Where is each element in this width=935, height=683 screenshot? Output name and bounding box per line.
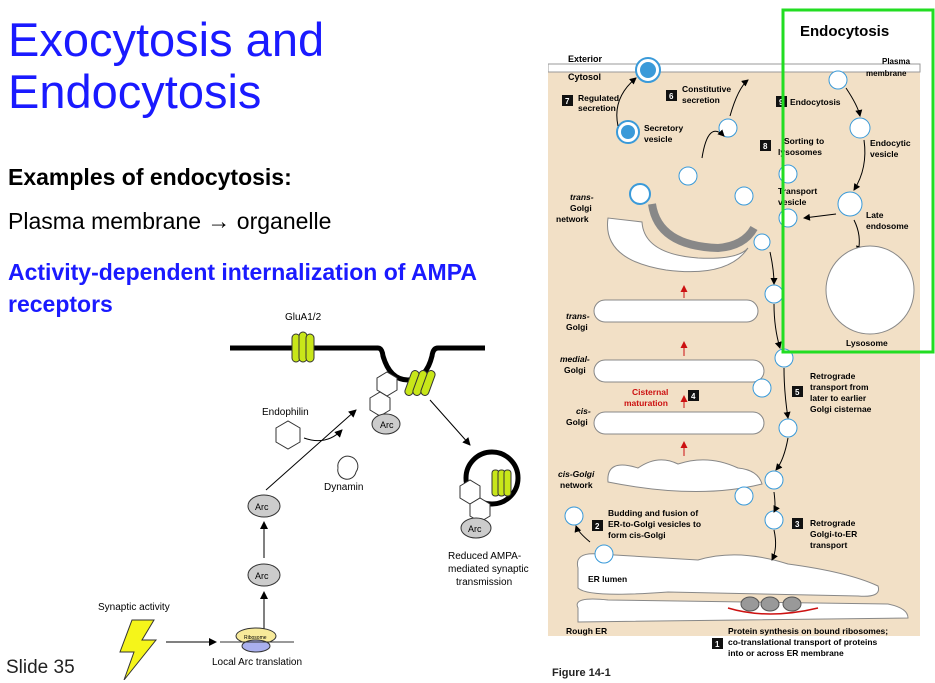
synaptic-activity-label: Synaptic activity (98, 602, 170, 613)
reduced-ampa-label-3: transmission (456, 577, 512, 588)
lysosome-icon (825, 245, 915, 335)
svg-text:6: 6 (669, 92, 674, 101)
svg-text:membrane: membrane (866, 69, 907, 78)
svg-text:into or across ER membrane: into or across ER membrane (728, 648, 844, 658)
svg-text:ER-to-Golgi vesicles to: ER-to-Golgi vesicles to (608, 519, 701, 529)
svg-text:Constitutive: Constitutive (682, 84, 731, 94)
svg-text:vesicle: vesicle (870, 149, 899, 159)
svg-text:Retrograde: Retrograde (810, 371, 856, 381)
plasma-membrane-line: Plasma membrane → organelle (8, 208, 332, 234)
svg-text:ER lumen: ER lumen (588, 574, 627, 584)
svg-text:1: 1 (715, 640, 720, 649)
svg-text:7: 7 (565, 97, 570, 106)
svg-text:Plasma: Plasma (882, 57, 911, 66)
svg-text:trans-: trans- (570, 192, 594, 202)
svg-text:co-translational transport of: co-translational transport of proteins (728, 637, 878, 647)
svg-text:Golgi: Golgi (566, 322, 588, 332)
step-badges: 7 6 9 8 4 5 2 3 1 (562, 90, 803, 649)
svg-text:2: 2 (595, 522, 600, 531)
svg-text:transport: transport (810, 540, 847, 550)
svg-text:form cis-Golgi: form cis-Golgi (608, 530, 666, 540)
svg-text:lysosomes: lysosomes (778, 147, 822, 157)
reduced-ampa-label-2: mediated synaptic (448, 564, 529, 575)
lightning-bolt-icon (119, 619, 158, 680)
svg-text:Golgi cisternae: Golgi cisternae (810, 404, 872, 414)
svg-text:Transport: Transport (778, 186, 817, 196)
slide-number: Slide 35 (6, 657, 75, 678)
ampa-receptor-icon (291, 331, 315, 363)
examples-heading: Examples of endocytosis: (8, 164, 292, 190)
svg-text:cis-: cis- (576, 406, 591, 416)
svg-text:8: 8 (763, 142, 768, 151)
endophilin-complex-icon: Arc (369, 370, 436, 435)
reduced-ampa-label-1: Reduced AMPA- (448, 551, 521, 562)
svg-text:Golgi: Golgi (564, 365, 586, 375)
svg-text:network: network (560, 480, 593, 490)
svg-text:Ribosome: Ribosome (244, 635, 267, 641)
svg-text:later to earlier: later to earlier (810, 393, 867, 403)
exterior-label: Exterior (568, 54, 603, 64)
svg-text:Arc: Arc (255, 571, 269, 581)
svg-text:Arc: Arc (380, 420, 394, 430)
svg-text:Endocytosis: Endocytosis (790, 97, 841, 107)
svg-text:Retrograde: Retrograde (810, 518, 856, 528)
figure-caption: Figure 14-1 (552, 667, 611, 679)
svg-text:Golgi-to-ER: Golgi-to-ER (810, 529, 857, 539)
ampa-internalization-line: Activity-dependent internalization of AM… (8, 259, 477, 317)
svg-text:Budding and fusion of: Budding and fusion of (608, 508, 698, 518)
svg-text:Arc: Arc (255, 502, 269, 512)
endophilin-icon (275, 420, 301, 450)
svg-text:Cisternal: Cisternal (632, 387, 668, 397)
svg-text:vesicle: vesicle (778, 197, 807, 207)
svg-text:Regulated: Regulated (578, 93, 619, 103)
dynamin-icon (337, 455, 359, 480)
svg-text:Late: Late (866, 210, 884, 220)
endocytosis-box-label: Endocytosis (800, 23, 889, 40)
svg-text:maturation: maturation (624, 398, 668, 408)
svg-text:Protein synthesis on bound rib: Protein synthesis on bound ribosomes; (728, 626, 888, 636)
svg-text:Endocytic: Endocytic (870, 138, 911, 148)
svg-text:4: 4 (691, 392, 696, 401)
svg-text:Secretory: Secretory (644, 123, 683, 133)
internalized-vesicle-icon: Arc (459, 449, 521, 539)
title-line-2: Endocytosis (8, 65, 262, 118)
cytosol-label: Cytosol (568, 72, 601, 82)
svg-text:Rough ER: Rough ER (566, 626, 607, 636)
glua-label: GluA1/2 (285, 312, 322, 323)
svg-text:endosome: endosome (866, 221, 909, 231)
svg-text:trans-: trans- (566, 311, 590, 321)
ribosome-icon: Ribosome (220, 627, 294, 653)
arc-ampa-diagram: GluA1/2 Arc Endophilin Dynamin Arc Arc (98, 312, 529, 680)
lysosome-label: Lysosome (846, 338, 888, 348)
svg-text:Sorting to: Sorting to (784, 136, 824, 146)
trans-golgi-network (607, 203, 758, 273)
svg-text:5: 5 (795, 388, 800, 397)
svg-text:Arc: Arc (468, 524, 482, 534)
svg-text:vesicle: vesicle (644, 134, 673, 144)
arc-protein-icon: Arc Arc (247, 494, 281, 587)
ribosomes-icon (727, 596, 819, 615)
endocytosis-highlight-box (781, 8, 935, 354)
svg-text:transport from: transport from (810, 382, 869, 392)
local-arc-translation-label: Local Arc translation (212, 657, 302, 668)
svg-text:cis-Golgi: cis-Golgi (558, 469, 595, 479)
slide-title: Exocytosis and Endocytosis (8, 14, 324, 118)
svg-text:medial-: medial- (560, 354, 590, 364)
postsynaptic-membrane (230, 345, 485, 383)
title-line-1: Exocytosis and (8, 13, 325, 66)
svg-text:secretion: secretion (578, 103, 616, 113)
plasma-membrane-bar (548, 63, 921, 73)
svg-text:Golgi: Golgi (566, 417, 588, 427)
svg-text:Golgi: Golgi (570, 203, 592, 213)
golgi-pathway-figure: Exterior Cytosol Plasma membrane 7 6 9 8… (548, 8, 935, 658)
svg-text:3: 3 (795, 520, 800, 529)
golgi-cisternae (576, 299, 909, 623)
svg-text:network: network (556, 214, 589, 224)
endophilin-label: Endophilin (262, 407, 309, 418)
dynamin-label: Dynamin (324, 482, 363, 493)
svg-text:secretion: secretion (682, 95, 720, 105)
